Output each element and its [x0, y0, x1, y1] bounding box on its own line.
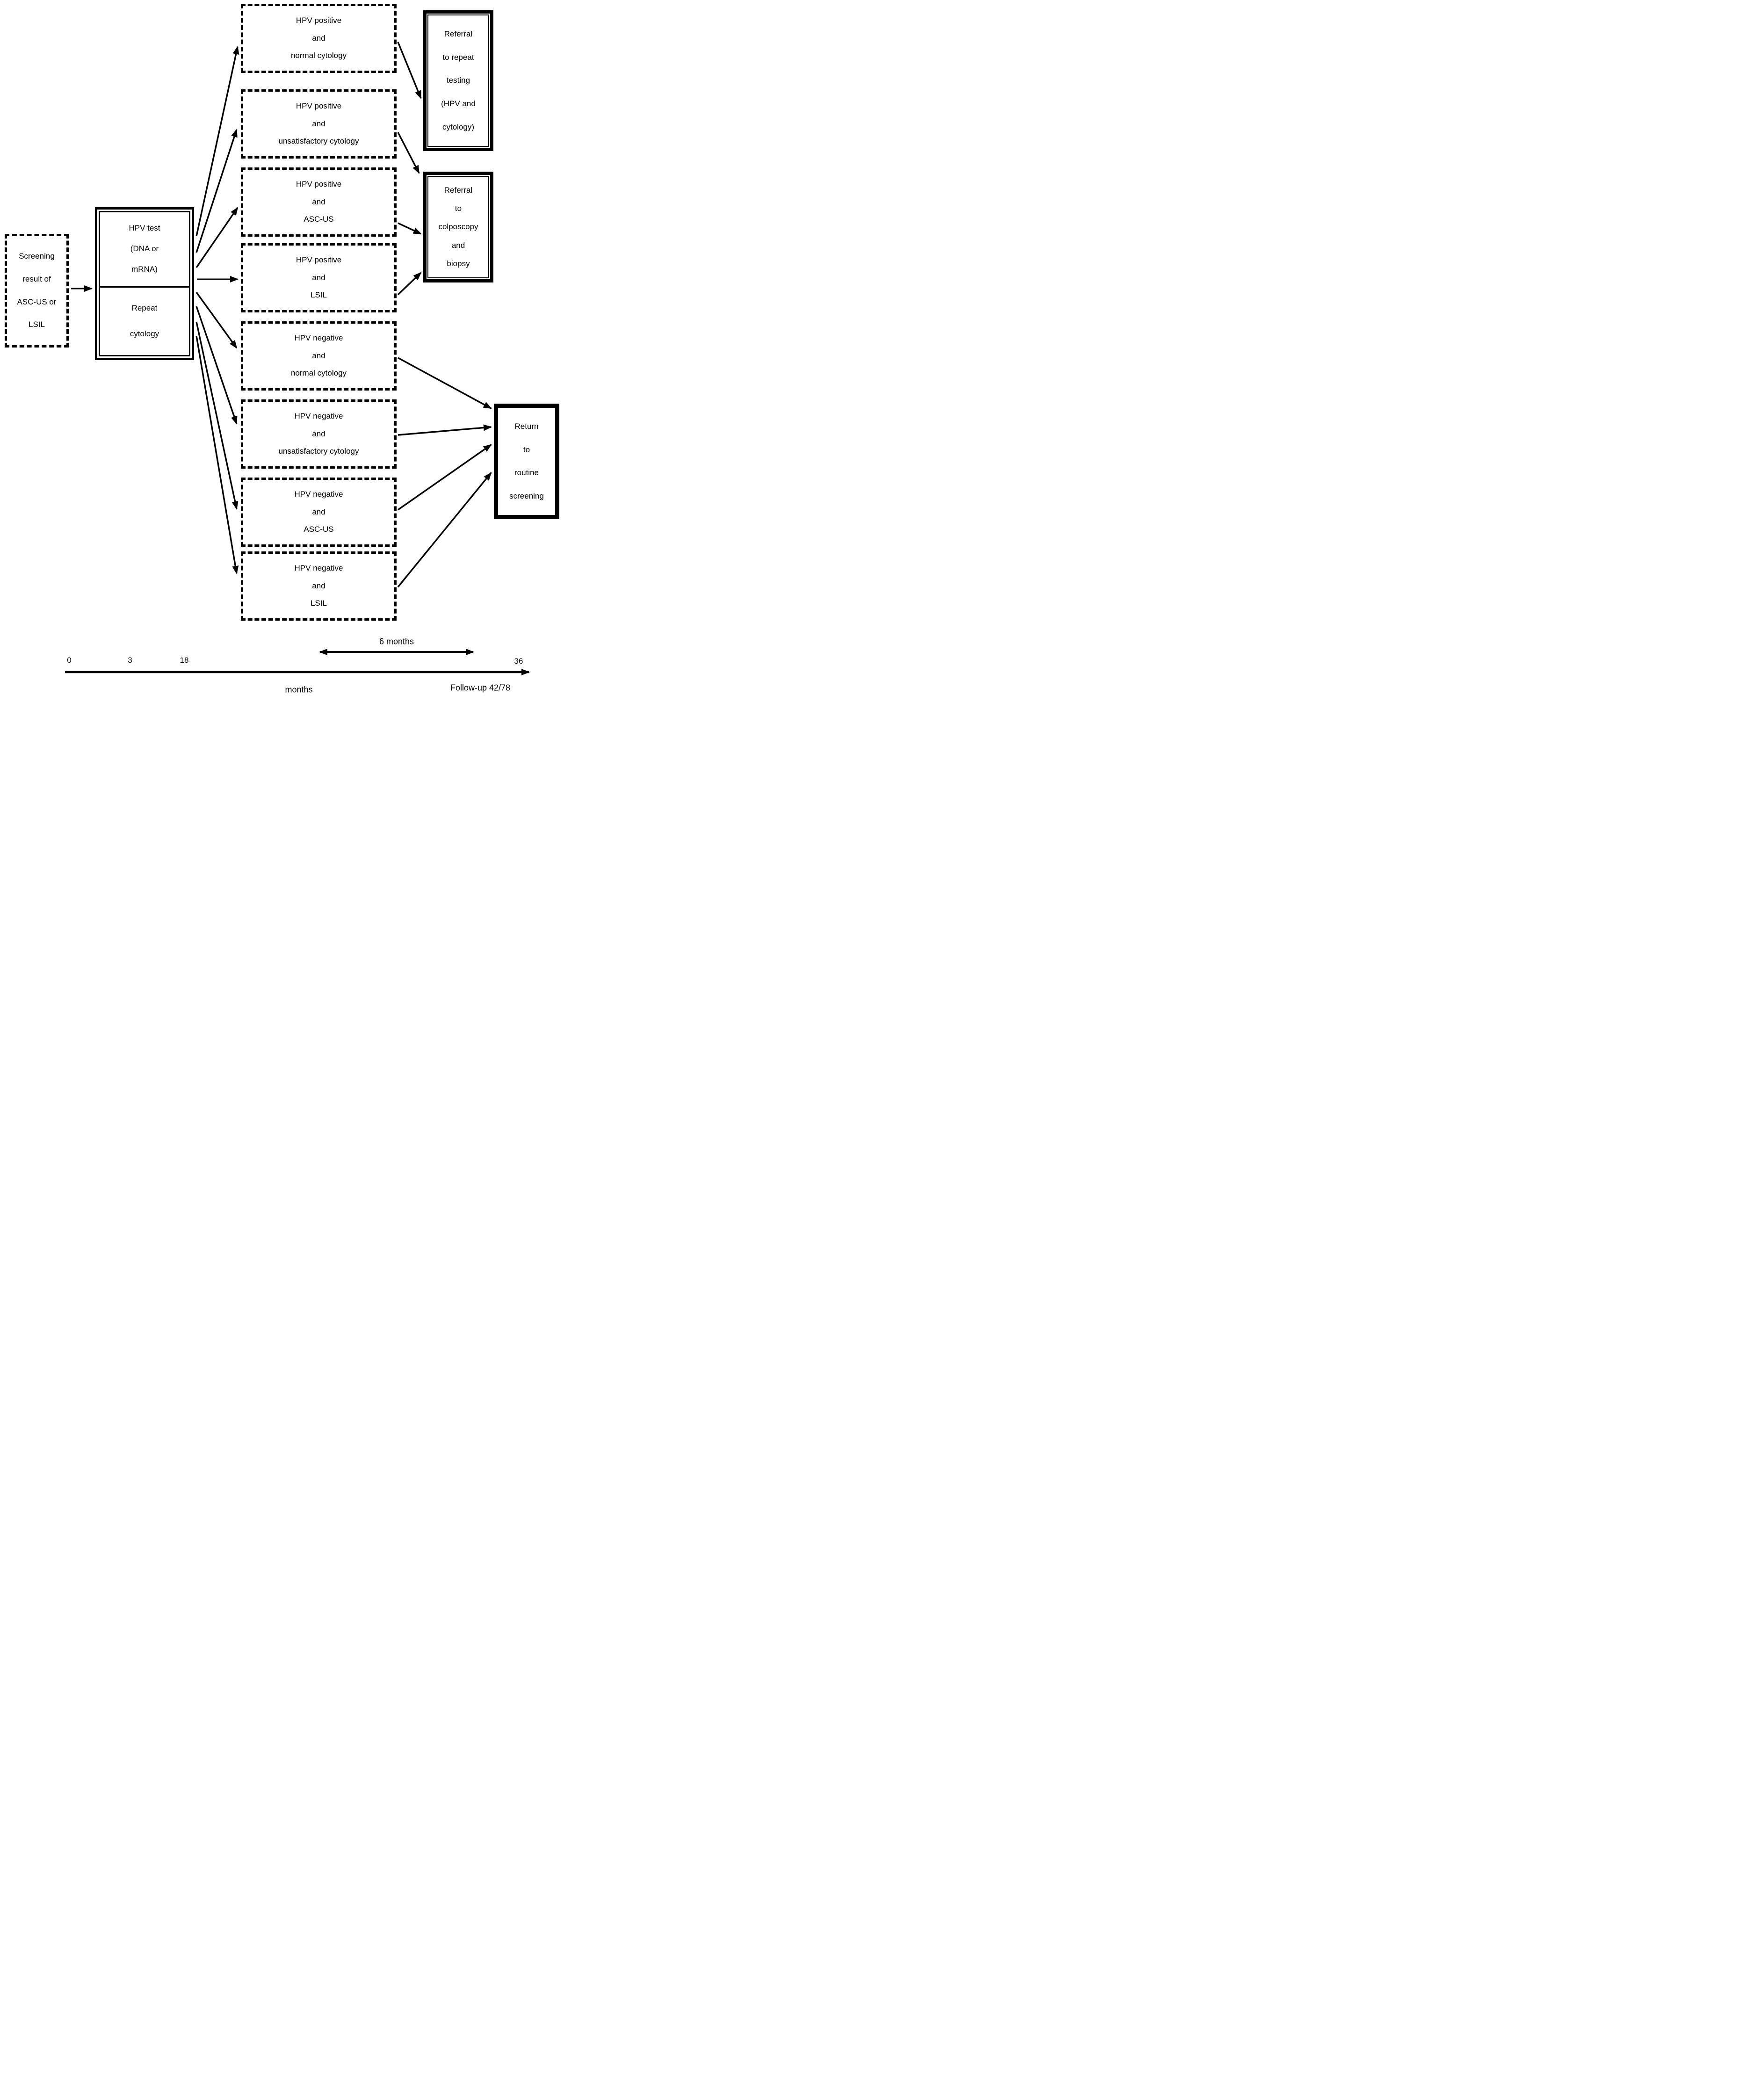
result-box-hpv-positive-lsil: HPV positive and LSIL	[241, 243, 397, 312]
outcome-box-line: to	[523, 445, 530, 454]
arrow-result4-to-colposcopy	[397, 272, 422, 296]
result-box-line: and	[312, 429, 325, 438]
arrow-result7-to-routine	[398, 444, 492, 511]
outcome-box-line: biopsy	[447, 259, 470, 268]
outcome-box-line: to repeat	[442, 52, 474, 62]
timeline-tick-36: 36	[514, 657, 523, 666]
arrow-hub-to-result-5	[195, 292, 238, 349]
result-box-line: HPV negative	[294, 490, 343, 499]
six-months-label: 6 months	[379, 637, 414, 646]
source-box-line: Screening	[19, 252, 55, 261]
result-box-line: unsatisfactory cytology	[278, 136, 359, 145]
hub-text-line: Repeat	[131, 304, 158, 313]
outcome-box-line: Referral	[444, 186, 473, 195]
outcome-box-line: and	[451, 240, 465, 250]
referral-colposcopy-inner: Referral to colposcopy and biopsy	[427, 176, 489, 278]
arrow-result1-to-repeat-testing	[397, 42, 422, 99]
arrow-hub-to-result-1	[195, 46, 239, 237]
result-box-hpv-positive-ascus: HPV positive and ASC-US	[241, 167, 397, 237]
result-box-line: unsatisfactory cytology	[278, 446, 359, 456]
result-box-line: HPV positive	[296, 16, 342, 25]
source-box-line: result of	[22, 274, 51, 283]
followup-label: Follow-up 42/78	[450, 683, 511, 693]
timeline-tick-0: 0	[67, 656, 72, 665]
source-box-line: LSIL	[29, 320, 45, 329]
referral-colposcopy-box: Referral to colposcopy and biopsy	[423, 172, 493, 282]
hub-cell-repeat-cytology: Repeat cytology	[100, 288, 189, 355]
arrow-result3-to-colposcopy	[398, 222, 422, 235]
result-box-line: ASC-US	[304, 524, 334, 534]
hpv-test-hub-box: HPV test (DNA or mRNA) Repeat cytology	[95, 207, 194, 360]
result-box-hpv-negative-unsatisfactory-cytology: HPV negative and unsatisfactory cytology	[241, 399, 397, 469]
arrow-hub-to-result-6	[195, 306, 238, 425]
hub-text-line: cytology	[130, 329, 159, 339]
source-box-line: ASC-US or	[17, 297, 57, 306]
result-box-hpv-negative-lsil: HPV negative and LSIL	[241, 551, 397, 621]
result-box-line: LSIL	[311, 598, 327, 608]
result-box-line: LSIL	[311, 290, 327, 299]
result-box-line: HPV negative	[294, 412, 343, 421]
arrow-result2-to-colposcopy	[397, 132, 420, 174]
timeline-tick-18: 18	[180, 656, 189, 665]
result-box-line: HPV negative	[294, 333, 343, 343]
result-box-line: and	[312, 351, 325, 360]
result-box-line: and	[312, 33, 325, 43]
outcome-box-line: (HPV and	[441, 99, 476, 109]
arrow-result6-to-routine	[398, 424, 492, 436]
outcome-box-line: colposcopy	[438, 222, 478, 232]
result-box-line: HPV positive	[296, 101, 342, 111]
result-box-line: HPV positive	[296, 255, 342, 265]
arrow-result5-to-routine	[398, 357, 492, 409]
result-box-line: HPV negative	[294, 564, 343, 573]
result-box-line: normal cytology	[290, 368, 347, 377]
return-routine-screening-box: Return to routine screening	[494, 404, 559, 519]
referral-repeat-testing-box: Referral to repeat testing (HPV and cyto…	[423, 10, 493, 151]
timeline-months-label: months	[285, 685, 313, 695]
hub-text-line: mRNA)	[131, 265, 158, 274]
result-box-line: ASC-US	[304, 214, 334, 224]
arrow-result8-to-routine	[397, 472, 492, 588]
result-box-hpv-positive-normal-cytology: HPV positive and normal cytology	[241, 4, 397, 73]
flow-arrows	[65, 42, 530, 675]
hub-text-line: HPV test	[129, 224, 160, 233]
arrow-hub-to-result-8	[195, 335, 239, 574]
result-box-line: and	[312, 197, 325, 206]
screening-source-box: Screening result of ASC-US or LSIL	[5, 234, 69, 348]
outcome-box-line: screening	[509, 492, 544, 501]
hpv-test-hub-inner: HPV test (DNA or mRNA) Repeat cytology	[99, 211, 190, 356]
result-box-line: and	[312, 119, 325, 128]
outcome-box-line: routine	[514, 468, 539, 478]
arrow-hub-to-result-2	[195, 129, 238, 253]
outcome-box-line: cytology)	[442, 123, 475, 132]
timeline-tick-3: 3	[128, 656, 132, 665]
result-box-line: and	[312, 581, 325, 590]
outcome-box-line: to	[455, 204, 462, 213]
result-box-hpv-negative-normal-cytology: HPV negative and normal cytology	[241, 321, 397, 391]
outcome-box-line: testing	[446, 76, 470, 85]
result-box-line: and	[312, 507, 325, 516]
outcome-box-line: Referral	[444, 29, 473, 38]
hub-text-line: (DNA or	[130, 244, 159, 253]
screening-flowchart: Screening result of ASC-US or LSIL HPV t…	[0, 0, 583, 700]
arrow-hub-to-result-7	[195, 321, 239, 510]
result-box-line: and	[312, 273, 325, 282]
result-box-line: HPV positive	[296, 180, 342, 189]
referral-repeat-testing-inner: Referral to repeat testing (HPV and cyto…	[427, 14, 489, 147]
result-box-line: normal cytology	[290, 51, 347, 60]
outcome-box-line: Return	[514, 421, 539, 431]
hub-cell-hpv-test: HPV test (DNA or mRNA)	[100, 212, 189, 288]
result-box-hpv-positive-unsatisfactory-cytology: HPV positive and unsatisfactory cytology	[241, 89, 397, 159]
result-box-hpv-negative-ascus: HPV negative and ASC-US	[241, 478, 397, 547]
arrow-hub-to-result-3	[195, 207, 239, 268]
